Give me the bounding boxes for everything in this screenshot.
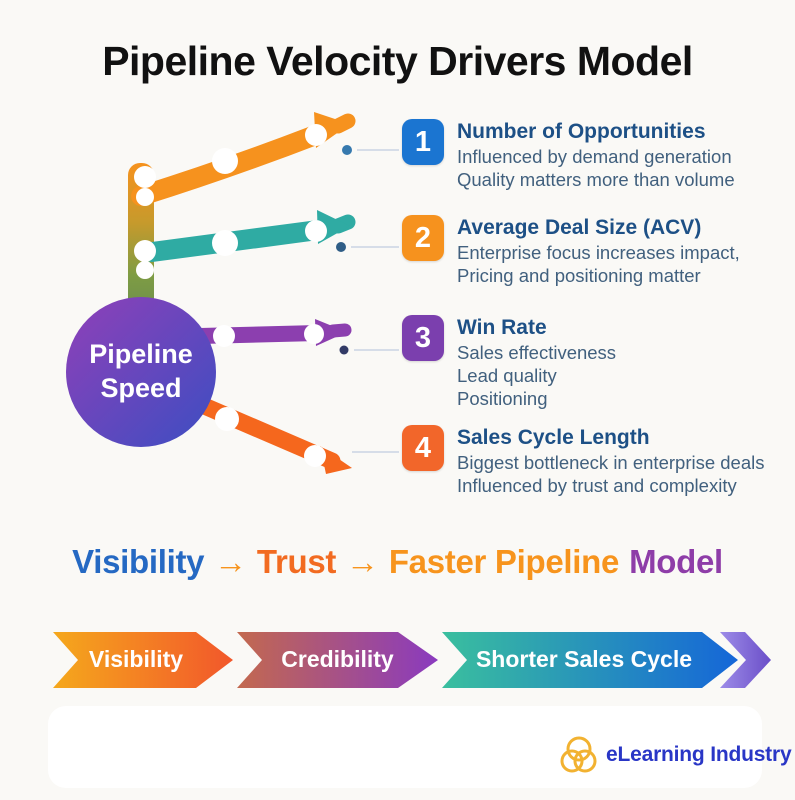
chevron-step-2 (237, 632, 438, 688)
page-title: Pipeline Velocity Drivers Model (102, 38, 693, 84)
driver-3-line: Lead quality (457, 365, 557, 386)
branch-node-dots (134, 124, 327, 467)
driver-item-4: 4 Sales Cycle Length Biggest bottleneck … (402, 425, 765, 497)
logo-text: eLearning Industry (606, 743, 792, 766)
driver-4-line: Biggest bottleneck in enterprise deals (457, 452, 765, 473)
bottom-card (48, 706, 762, 788)
driver-3-text: Win Rate Sales effectiveness Lead qualit… (457, 315, 616, 410)
driver-1-line: Influenced by demand generation (457, 146, 732, 167)
driver-2-text: Average Deal Size (ACV) Enterprise focus… (457, 215, 740, 287)
banner-step-label-shorter-sales-cycle: Shorter Sales Cycle (475, 646, 693, 672)
driver-item-2: 2 Average Deal Size (ACV) Enterprise foc… (402, 215, 740, 287)
driver-item-1: 1 Number of Opportunities Influenced by … (402, 119, 735, 191)
hub-circle (66, 297, 216, 447)
driver-1-line: Quality matters more than volume (457, 169, 735, 190)
final-chevron-icon (720, 632, 771, 688)
flow-arrow-icon: → (214, 543, 247, 580)
driver-3-line: Positioning (457, 388, 548, 409)
driver-2-line: Pricing and positioning matter (457, 265, 701, 286)
banner-step-label-credibility: Credibility (281, 646, 394, 672)
driver-item-3: 3 Win Rate Sales effectiveness Lead qual… (402, 315, 616, 410)
flow-word-faster-pipeline: Faster Pipeline (388, 543, 620, 580)
hub-label: Pipeline Speed (89, 339, 193, 403)
driver-4-number-badge: 4 (402, 425, 444, 471)
driver-2-number-badge: 2 (402, 215, 444, 261)
driver-1-text: Number of Opportunities Influenced by de… (457, 119, 735, 191)
chevron-banner (53, 632, 771, 688)
driver-4-text: Sales Cycle Length Biggest bottleneck in… (457, 425, 765, 497)
driver-3-heading: Win Rate (457, 316, 547, 339)
driver-3-line: Sales effectiveness (457, 342, 617, 363)
driver-3-number-badge: 3 (402, 315, 444, 361)
driver-1-number-badge: 1 (402, 119, 444, 165)
driver-2-line: Enterprise focus increases impact, (457, 242, 740, 263)
flow-word-trust: Trust (256, 543, 337, 580)
flow-word-visibility: Visibility (72, 543, 205, 580)
driver-4-heading: Sales Cycle Length (457, 426, 650, 449)
chevron-step-3 (442, 632, 738, 688)
flow-arrow-icon: → (346, 543, 379, 580)
driver-4-line: Influenced by trust and complexity (457, 475, 737, 496)
driver-1-heading: Number of Opportunities (457, 120, 706, 143)
driver-2-heading: Average Deal Size (ACV) (457, 216, 702, 239)
leader-connectors (336, 145, 399, 453)
banner-step-label-visibility: Visibility (88, 646, 184, 672)
logo-rings-icon (560, 736, 597, 773)
chevron-step-1 (53, 632, 233, 688)
flow-word-model: Model (629, 543, 723, 580)
brand-logo: eLearning Industry (558, 733, 792, 777)
